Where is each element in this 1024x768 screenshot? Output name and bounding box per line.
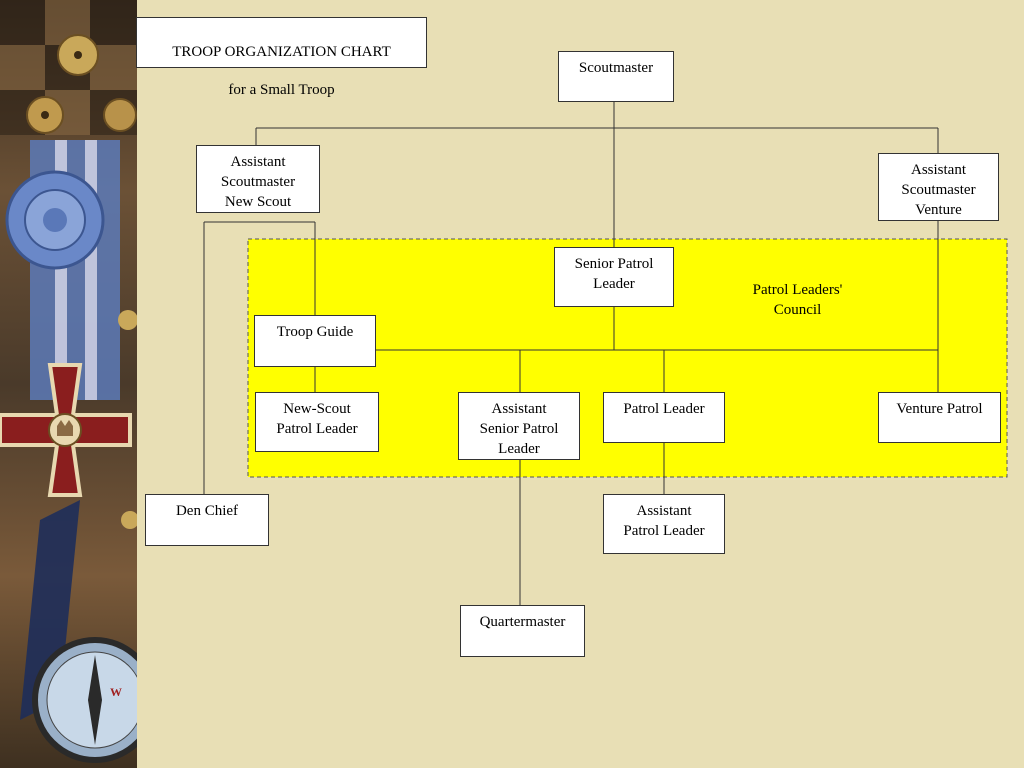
node-new-scout-patrol-leader: New-Scout Patrol Leader <box>255 392 379 452</box>
node-patrol-leader: Patrol Leader <box>603 392 725 443</box>
node-den-chief: Den Chief <box>145 494 269 546</box>
chart-title: TROOP ORGANIZATION CHART <box>172 44 391 60</box>
chart-title-box: TROOP ORGANIZATION CHART for a Small Tro… <box>136 17 427 98</box>
scout-memorabilia-illustration: W <box>0 0 137 763</box>
patrol-leaders-council-label: Patrol Leaders' Council <box>752 282 843 318</box>
connector-lines <box>203 102 939 605</box>
node-scoutmaster: Scoutmaster <box>558 51 674 102</box>
node-assistant-scoutmaster-venture: Assistant Scoutmaster Venture <box>878 153 999 221</box>
node-assistant-senior-patrol-leader: Assistant Senior Patrol Leader <box>458 392 580 460</box>
node-quartermaster: Quartermaster <box>460 605 585 657</box>
svg-text:W: W <box>110 685 122 699</box>
node-assistant-patrol-leader: Assistant Patrol Leader <box>603 494 725 554</box>
node-assistant-scoutmaster-new-scout: Assistant Scoutmaster New Scout <box>196 145 320 213</box>
node-troop-guide: Troop Guide <box>254 315 376 367</box>
decorative-sidebar-image: W <box>0 0 137 768</box>
node-senior-patrol-leader: Senior Patrol Leader <box>554 247 674 307</box>
node-venture-patrol: Venture Patrol <box>878 392 1001 443</box>
chart-subtitle: for a Small Troop <box>228 82 335 98</box>
